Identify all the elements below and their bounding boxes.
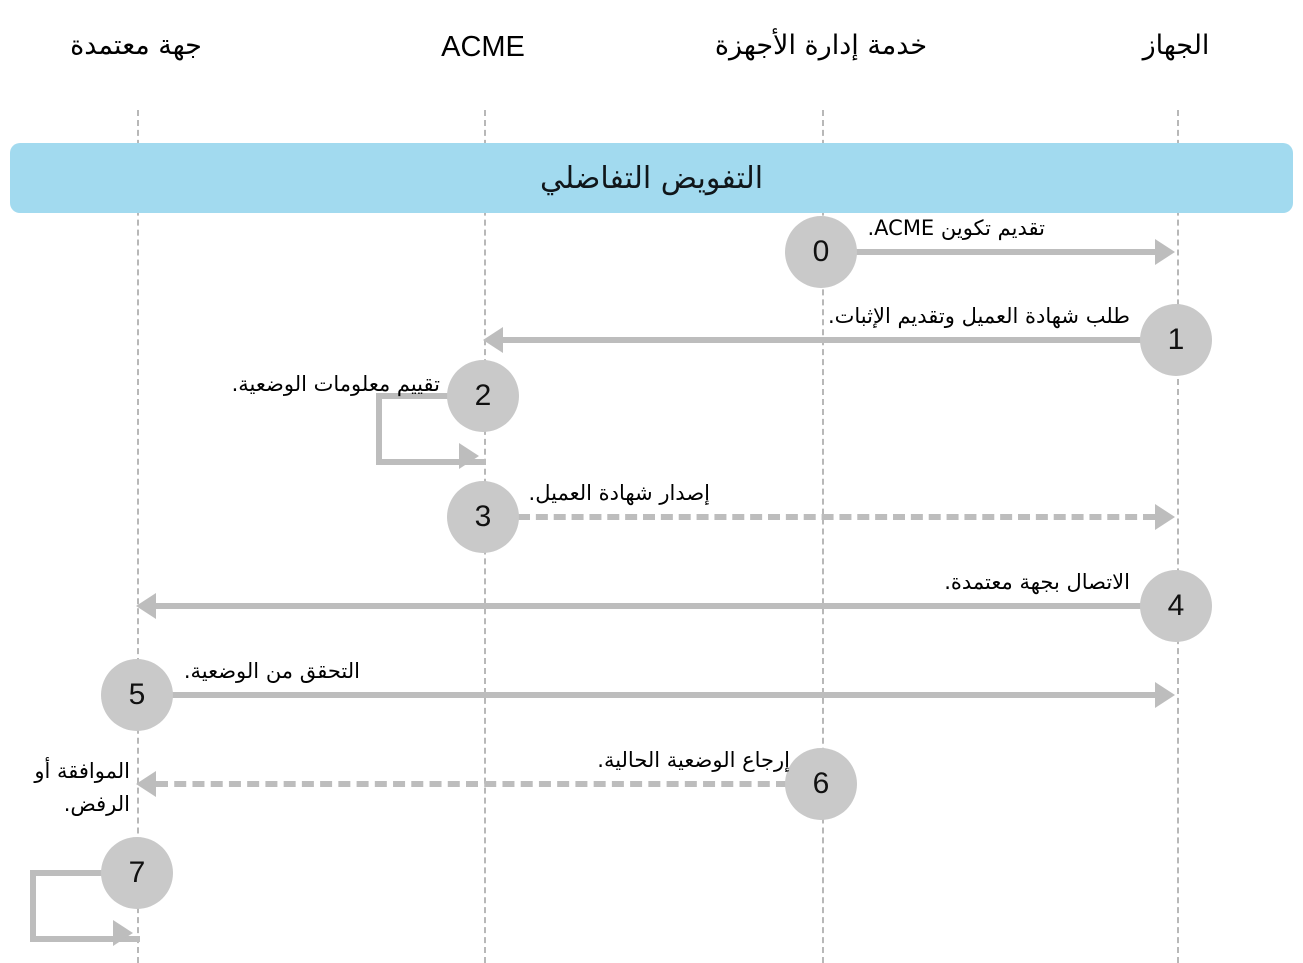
selfloop-7 bbox=[30, 870, 140, 942]
arrowhead-0 bbox=[1155, 239, 1175, 265]
message-line-4 bbox=[156, 603, 1144, 609]
message-line-3 bbox=[518, 514, 1155, 520]
arrowhead-1 bbox=[483, 327, 503, 353]
arrowhead-6 bbox=[136, 771, 156, 797]
arrowhead-7 bbox=[113, 920, 133, 946]
message-line-5 bbox=[172, 692, 1161, 698]
phase-banner-label: التفويض التفاضلي bbox=[539, 160, 764, 196]
message-label-6: إرجاع الوضعية الحالية. bbox=[597, 748, 790, 772]
message-label-3: إصدار شهادة العميل. bbox=[528, 481, 710, 505]
step-circle-4[interactable]: 4 bbox=[1140, 570, 1212, 642]
step-circle-5[interactable]: 5 bbox=[101, 659, 173, 731]
message-label-5: التحقق من الوضعية. bbox=[183, 659, 360, 683]
step-circle-0[interactable]: 0 bbox=[785, 216, 857, 288]
message-label-0: تقديم تكوين ACME. bbox=[867, 216, 1045, 240]
message-line-1 bbox=[503, 337, 1145, 343]
message-label-7: الموافقة أو الرفض. bbox=[34, 759, 130, 816]
participant-header-device: الجهاز bbox=[1142, 30, 1210, 61]
arrowhead-5 bbox=[1155, 682, 1175, 708]
step-circle-3[interactable]: 3 bbox=[447, 481, 519, 553]
message-line-6 bbox=[156, 781, 788, 787]
lifeline-device bbox=[1175, 110, 1179, 963]
arrowhead-3 bbox=[1155, 504, 1175, 530]
message-label-4: الاتصال بجهة معتمدة. bbox=[944, 570, 1130, 594]
message-line-0 bbox=[856, 249, 1161, 255]
participant-header-dms: خدمة إدارة الأجهزة bbox=[714, 30, 928, 61]
step-circle-1[interactable]: 1 bbox=[1140, 304, 1212, 376]
step-circle-2[interactable]: 2 bbox=[447, 360, 519, 432]
step-circle-6[interactable]: 6 bbox=[785, 748, 857, 820]
lifeline-ca bbox=[135, 110, 139, 963]
participant-header-acme: ACME bbox=[441, 31, 525, 63]
lifeline-dms bbox=[820, 110, 824, 963]
arrowhead-4 bbox=[136, 593, 156, 619]
message-label-2: تقييم معلومات الوضعية. bbox=[231, 372, 440, 396]
participant-header-ca: جهة معتمدة bbox=[70, 30, 202, 61]
arrowhead-2 bbox=[459, 443, 479, 469]
message-label-1: طلب شهادة العميل وتقديم الإثبات. bbox=[827, 304, 1130, 328]
selfloop-2 bbox=[376, 393, 486, 465]
step-circle-7[interactable]: 7 bbox=[101, 837, 173, 909]
phase-banner: التفويض التفاضلي bbox=[10, 143, 1293, 213]
